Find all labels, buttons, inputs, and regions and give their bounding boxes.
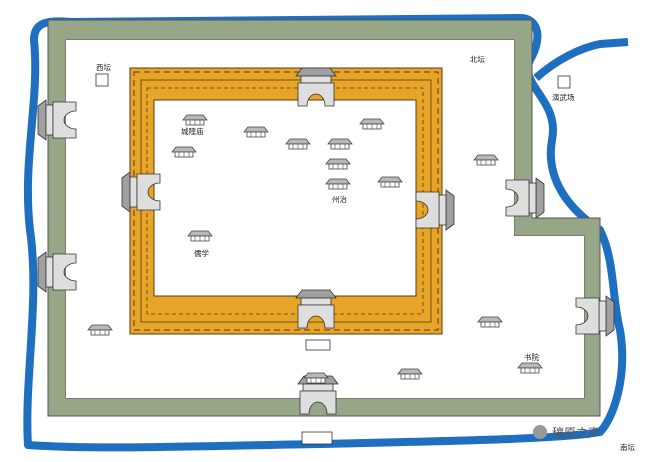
label-confucian-school: 儒学 xyxy=(194,248,209,258)
watermark: 穰原之声 xyxy=(533,425,600,440)
south-bridge xyxy=(301,431,333,445)
building xyxy=(325,158,351,170)
label-academy: 书院 xyxy=(524,352,539,362)
inner-south-bridge xyxy=(305,339,331,351)
building xyxy=(327,138,353,150)
west-altar-marker xyxy=(95,73,109,87)
inner-city-wall xyxy=(129,67,443,335)
building xyxy=(477,316,503,328)
label-prefecture-office: 州治 xyxy=(332,194,347,204)
building xyxy=(171,146,197,158)
label-drill-ground: 演武场 xyxy=(552,92,575,102)
label-south-altar: 南坛 xyxy=(620,442,635,452)
building xyxy=(397,368,423,380)
building-city-god-temple xyxy=(182,114,208,126)
building xyxy=(473,154,499,166)
building xyxy=(359,118,385,130)
building xyxy=(243,126,269,138)
building-prefecture-office xyxy=(325,178,351,190)
drill-ground-marker xyxy=(557,75,571,89)
building-academy xyxy=(517,362,543,374)
building xyxy=(377,176,403,188)
watermark-text: 穰原之声 xyxy=(552,425,600,440)
label-west-altar: 西坛 xyxy=(96,62,111,72)
wechat-icon xyxy=(533,425,547,439)
building xyxy=(87,324,113,336)
label-north-altar: 北坛 xyxy=(470,54,485,64)
building xyxy=(285,138,311,150)
label-city-god-temple: 城隍庙 xyxy=(181,126,204,136)
building-confucian-school xyxy=(187,230,213,242)
building xyxy=(303,372,329,384)
